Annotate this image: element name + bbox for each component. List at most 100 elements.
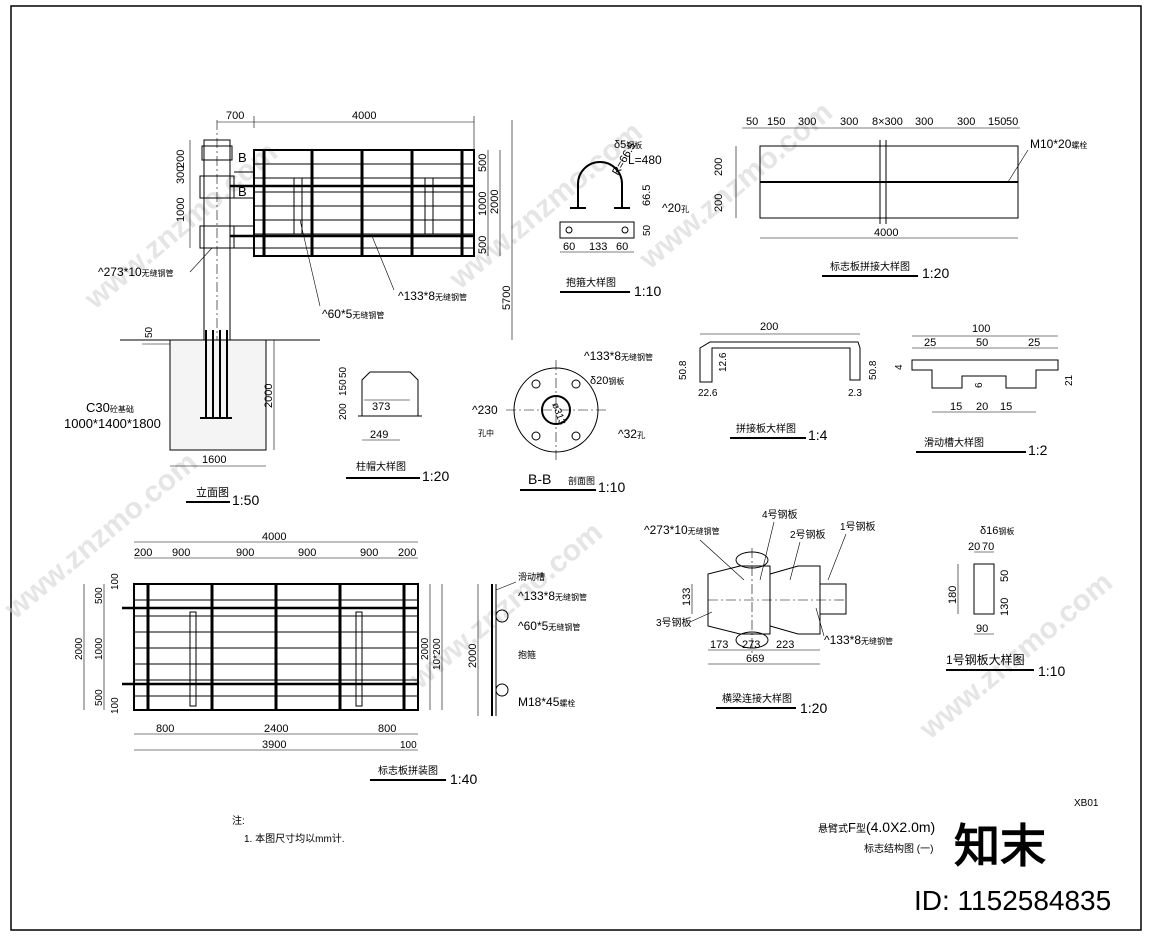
side-view: 2000 滑动槽 ^133*8无缝钢管 ^60*5无缝钢管 抱箍 M18*45螺… — [467, 571, 587, 716]
svg-text:173: 173 — [710, 639, 728, 651]
view-title: 滑动槽大样图 — [924, 436, 984, 449]
svg-text:10*200: 10*200 — [432, 638, 443, 670]
svg-text:1. 本图尺寸均以mm计.: 1. 本图尺寸均以mm计. — [244, 832, 345, 845]
svg-text:标志结构图 (一): 标志结构图 (一) — [864, 842, 933, 855]
svg-text:50: 50 — [1006, 116, 1018, 128]
svg-text:50: 50 — [746, 116, 758, 128]
svg-text:^133*8无缝钢管: ^133*8无缝钢管 — [398, 289, 467, 303]
svg-text:20: 20 — [968, 541, 980, 553]
svg-text:1000*1400*1800: 1000*1400*1800 — [64, 416, 161, 431]
svg-text:XB01: XB01 — [1074, 798, 1099, 809]
svg-text:273: 273 — [742, 639, 760, 651]
svg-text:δ16钢板: δ16钢板 — [980, 525, 1014, 537]
svg-text:1:10: 1:10 — [634, 283, 661, 299]
svg-text:900: 900 — [236, 547, 254, 559]
svg-text:C30砼基础: C30砼基础 — [86, 400, 134, 415]
svg-text:^273*10无缝钢管: ^273*10无缝钢管 — [644, 523, 720, 537]
svg-text:2000: 2000 — [489, 190, 501, 214]
svg-text:373: 373 — [372, 401, 390, 413]
svg-text:3900: 3900 — [262, 739, 286, 751]
svg-text:1:20: 1:20 — [800, 700, 827, 716]
brand-watermark: 知末 ID: 1152584835 — [914, 820, 1111, 916]
view-title: 拼接板大样图 — [736, 422, 796, 435]
svg-text:60: 60 — [563, 241, 575, 253]
svg-text:2000: 2000 — [74, 637, 85, 660]
svg-text:180: 180 — [947, 586, 959, 604]
dim-700: 700 — [226, 110, 244, 122]
svg-text:1000: 1000 — [477, 192, 489, 216]
svg-text:500: 500 — [477, 154, 489, 172]
assembly-view: 4000 200 900 900 900 900 200 100 500 100… — [74, 531, 477, 787]
svg-text:200: 200 — [713, 158, 725, 176]
svg-text:22.6: 22.6 — [698, 388, 718, 399]
svg-text:200: 200 — [713, 194, 725, 212]
svg-text:50.8: 50.8 — [868, 360, 879, 380]
svg-text:1:4: 1:4 — [808, 427, 828, 443]
svg-text:1:2: 1:2 — [1028, 442, 1048, 458]
svg-text:2000: 2000 — [420, 637, 431, 660]
clamp-detail: 60 133 60 50 δ5钢板 R=66.5 L=480 66.5 ^20孔… — [559, 139, 689, 299]
svg-text:50: 50 — [338, 366, 349, 378]
svg-text:^133*8无缝钢管: ^133*8无缝钢管 — [584, 349, 653, 363]
svg-text:知末: 知末 — [954, 820, 1046, 872]
svg-text:200: 200 — [338, 403, 349, 420]
svg-text:剖面图: 剖面图 — [568, 475, 595, 486]
svg-text:200: 200 — [760, 321, 778, 333]
svg-text:300: 300 — [798, 116, 816, 128]
svg-text:1:10: 1:10 — [1038, 663, 1065, 679]
svg-text:δ5钢板: δ5钢板 — [614, 139, 642, 151]
svg-text:70: 70 — [982, 541, 994, 553]
svg-text:25: 25 — [1028, 337, 1040, 349]
svg-text:15: 15 — [1000, 401, 1012, 413]
svg-text:悬臂式F型(4.0X2.0m): 悬臂式F型(4.0X2.0m) — [818, 819, 935, 835]
svg-text:1号钢板: 1号钢板 — [840, 520, 876, 533]
svg-text:150: 150 — [767, 116, 785, 128]
svg-text:50: 50 — [976, 337, 988, 349]
svg-text:^230: ^230 — [472, 403, 498, 417]
svg-text:2400: 2400 — [264, 723, 288, 735]
svg-text:6: 6 — [974, 382, 985, 388]
svg-text:M10*20螺栓: M10*20螺栓 — [1030, 137, 1087, 151]
title-block: XB01 悬臂式F型(4.0X2.0m) 标志结构图 (一) — [818, 798, 1099, 855]
svg-text:100: 100 — [110, 697, 121, 714]
svg-text:200: 200 — [134, 547, 152, 559]
svg-text:20: 20 — [976, 401, 988, 413]
cap-detail: 373 249 200 150 50 柱帽大样图 1:20 — [338, 366, 449, 484]
svg-text:1:40: 1:40 — [450, 771, 477, 787]
svg-text:25: 25 — [924, 337, 936, 349]
sign-splice-detail: 50 150 300 300 8×300 300 300 150 50 200 … — [713, 116, 1087, 281]
beam-joint-detail: 133 173 273 223 669 ^273*10无缝钢管 4号钢板 2号钢… — [644, 508, 893, 716]
svg-text:^60*5无缝钢管: ^60*5无缝钢管 — [322, 307, 384, 321]
svg-text:^20孔: ^20孔 — [662, 201, 689, 215]
svg-text:8×300: 8×300 — [872, 116, 903, 128]
svg-text:150: 150 — [338, 379, 349, 396]
svg-text:1000: 1000 — [94, 637, 105, 660]
svg-text:100: 100 — [972, 323, 990, 335]
svg-text:900: 900 — [298, 547, 316, 559]
svg-text:4000: 4000 — [874, 227, 898, 239]
svg-text:^32孔: ^32孔 — [618, 427, 645, 441]
svg-text:1:10: 1:10 — [598, 479, 625, 495]
svg-text:4: 4 — [894, 364, 905, 370]
svg-text:300: 300 — [840, 116, 858, 128]
view-title: 立面图 — [196, 485, 229, 499]
svg-text:50: 50 — [642, 224, 653, 236]
svg-text:2000: 2000 — [467, 644, 479, 668]
svg-text:300: 300 — [957, 116, 975, 128]
svg-text:1:20: 1:20 — [422, 468, 449, 484]
svg-text:100: 100 — [110, 573, 121, 590]
elevation-view: 700 4000 200 300 1000 500 1000 500 2000 … — [64, 110, 513, 508]
svg-text:300: 300 — [175, 166, 187, 184]
view-title: 抱箍大样图 — [566, 276, 616, 289]
svg-text:δ20钢板: δ20钢板 — [590, 375, 624, 387]
section-mark-b: B — [238, 150, 247, 165]
view-title: 1号钢板大样图 — [946, 652, 1025, 667]
svg-text:2000: 2000 — [263, 384, 275, 408]
svg-text:90: 90 — [976, 623, 988, 635]
svg-text:滑动槽: 滑动槽 — [518, 571, 545, 582]
svg-text:130: 130 — [999, 598, 1011, 616]
svg-text:ID: 1152584835: ID: 1152584835 — [914, 885, 1111, 916]
svg-text:L=480: L=480 — [628, 153, 662, 167]
svg-text:800: 800 — [378, 723, 396, 735]
view-title: 柱帽大样图 — [356, 460, 406, 473]
